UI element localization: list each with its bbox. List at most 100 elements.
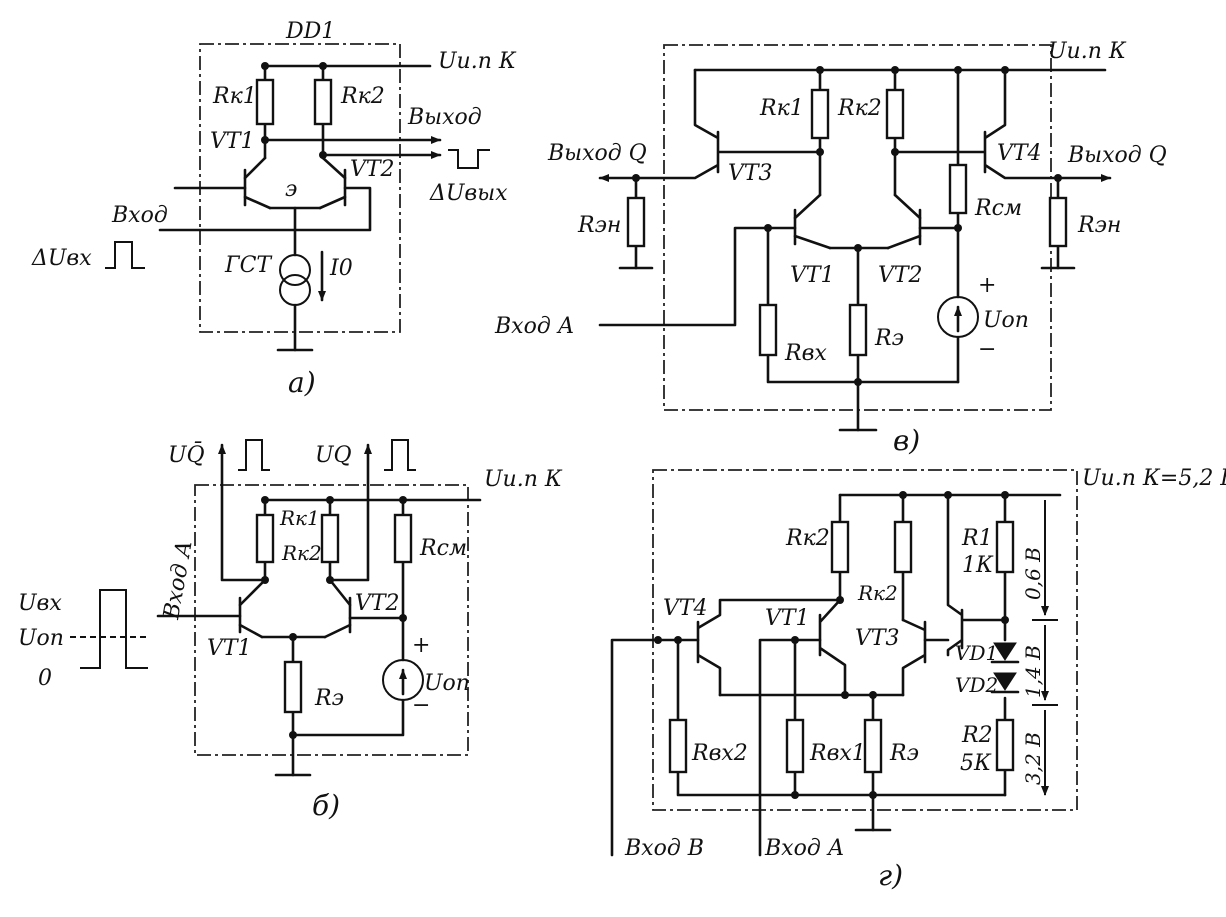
diagram-g-rin1-label: Rвх1 <box>809 741 866 766</box>
diagram-g-r1-resistor <box>995 520 1015 574</box>
diagram-v-minus: − <box>978 337 996 362</box>
diagram-a-current-label: I0 <box>329 256 353 281</box>
diagram-g-rin1-resistor <box>785 718 805 774</box>
diagram-a-vt1-label: VT1 <box>210 129 255 154</box>
diagram-g-vd2-diode <box>993 672 1017 691</box>
diagram-g-rin2-label: Rвх2 <box>691 741 748 766</box>
diagram-v-vt3-label: VT3 <box>728 161 773 186</box>
diagram-g-volt3-label: 3,2 В <box>1021 732 1045 785</box>
diagram-b-rk2-label: Rк2 <box>281 541 322 565</box>
diagram-a-emitter-label: э <box>285 177 297 202</box>
diagram-a-caption: а) <box>288 366 316 399</box>
diagram-v-input-label: Вход А <box>494 314 574 339</box>
diagram-b-rk1-resistor <box>255 513 275 564</box>
diagram-v-rin-label: Rвх <box>784 341 827 366</box>
diagram-b-zero-label: 0 <box>38 666 52 691</box>
diagram-b-input-label: Вход А <box>159 538 198 622</box>
diagram-b-re-resistor <box>283 660 303 714</box>
diagram-a-rk2-resistor <box>313 78 333 126</box>
diagram-g-re-resistor <box>863 718 883 774</box>
diagram-b-reference-source <box>382 659 424 701</box>
diagram-a-delta-in-label: ΔUвх <box>31 246 92 271</box>
diagram-v-re-resistor <box>848 303 868 357</box>
diagram-g-rin2-resistor <box>668 718 688 774</box>
diagram-a-delta-out-label: ΔUвых <box>429 181 508 206</box>
diagram-a: DD1 Uи.п К Rк1 Rк2 Выход ΔUвых VT1 VT2 э… <box>31 19 517 399</box>
diagram-a-output-label: Выход <box>407 105 482 130</box>
diagram-g-r2-resistor <box>995 718 1015 772</box>
diagram-a-rk1-label: Rк1 <box>212 84 257 109</box>
diagram-b-vt2-label: VT2 <box>355 591 400 616</box>
diagram-b-u-in-label: Uвх <box>18 591 62 616</box>
diagram-g-input-b-label: Вход В <box>624 836 704 861</box>
diagram-v-rk1-label: Rк1 <box>759 96 804 121</box>
diagram-a-supply-label: Uи.п К <box>438 49 517 74</box>
diagram-v-rk1-resistor <box>810 88 830 140</box>
diagram-v-rk2-resistor <box>885 88 905 140</box>
diagram-b-vt1-label: VT1 <box>207 636 252 661</box>
diagram-a-current-source <box>279 254 311 286</box>
diagram-v-out-right-label: Выход Q <box>1067 143 1167 168</box>
diagram-g-caption: г) <box>878 859 903 892</box>
diagram-g-supply-label: Uи.п К=5,2 В <box>1082 466 1226 491</box>
diagram-v-rcm-label: Rсм <box>974 196 1022 221</box>
diagram-g-volt1-label: 0,6 В <box>1021 547 1045 600</box>
diagram-g-re-label: Rэ <box>889 741 919 766</box>
diagram-b-rk1-label: Rк1 <box>279 506 320 530</box>
diagram-v-vt1-label: VT1 <box>790 263 835 288</box>
diagram-v-ren-left-label: Rэн <box>577 213 621 238</box>
diagram-a-vt2-label: VT2 <box>350 157 395 182</box>
diagram-g-rk2-mid-resistor <box>893 520 913 574</box>
diagram-b-caption: б) <box>312 789 340 822</box>
diagram-g-r2-value: 5К <box>960 751 992 776</box>
diagram-b-supply-label: Uи.п К <box>484 467 563 492</box>
diagram-g-rk2-mid-label: Rк2 <box>857 581 898 605</box>
diagram-g-r2-label: R2 <box>961 723 993 748</box>
diagram-b-rcm-label: Rсм <box>419 536 467 561</box>
diagram-v-supply-label: Uи.п К <box>1048 39 1127 64</box>
diagram-g-vd2-label: VD2 <box>955 673 998 697</box>
diagram-b-plus: + <box>412 633 430 658</box>
diagram-g-vd1-diode <box>993 642 1017 661</box>
diagram-b-u-q-bar-label: UQ̄ <box>168 441 205 468</box>
diagram-v-ren-right-label: Rэн <box>1077 213 1121 238</box>
diagram-v-rk2-label: Rк2 <box>837 96 882 121</box>
diagram-v-rcm-resistor <box>948 163 968 215</box>
diagram-g-vt4-label: VT4 <box>663 596 708 621</box>
diagram-b-u-q-label: UQ <box>315 443 352 468</box>
diagram-v: Uи.п К Rк1 Rк2 VT3 Выход Q Rэн VT4 Выход… <box>494 39 1167 457</box>
diagram-v-ren-right-resistor <box>1048 196 1068 248</box>
diagram-v-plus: + <box>978 273 996 298</box>
diagram-g-vt1-label: VT1 <box>765 606 810 631</box>
diagram-v-vt2-label: VT2 <box>878 263 923 288</box>
diagram-a-rk1-resistor <box>255 78 275 126</box>
diagram-b-minus: − <box>412 693 430 718</box>
diagram-a-current-source-label: ГСТ <box>224 253 273 278</box>
diagram-b-re-label: Rэ <box>314 686 344 711</box>
diagram-v-uop-label: Uоп <box>983 308 1029 333</box>
diagram-g-rk2-left-resistor <box>830 520 850 574</box>
diagram-v-reference-source <box>937 296 979 338</box>
diagram-a-input-label: Вход <box>111 203 168 228</box>
diagram-b-u-ref-label: Uоп <box>18 626 64 651</box>
diagram-g-rk2-left-label: Rк2 <box>785 526 830 551</box>
diagram-b: UQ̄ UQ Uи.п К Rк1 Rк2 Rсм VT1 VT2 Вход А <box>18 439 563 822</box>
diagram-v-re-label: Rэ <box>874 326 904 351</box>
diagram-b-uop-label: Uоп <box>424 671 470 696</box>
diagram-v-caption: в) <box>893 424 920 457</box>
diagram-v-rin-resistor <box>758 303 778 357</box>
diagram-g: Uи.п К=5,2 В Rк2 Rк2 R1 1К VD1 VD2 R2 5К… <box>610 466 1226 892</box>
diagram-a-block-name: DD1 <box>285 19 335 44</box>
diagram-g-volt2-label: 1,4 В <box>1021 645 1045 698</box>
diagram-g-vt3-label: VT3 <box>855 626 900 651</box>
diagram-b-rcm-resistor <box>393 513 413 564</box>
diagram-b-frame <box>194 484 469 756</box>
diagram-v-vt4-label: VT4 <box>997 141 1042 166</box>
diagram-g-r1-label: R1 <box>961 526 993 551</box>
diagram-g-r1-value: 1К <box>962 553 994 578</box>
diagram-v-out-left-label: Выход Q <box>547 141 647 166</box>
diagram-a-rk2-label: Rк2 <box>340 84 385 109</box>
diagram-g-input-a-label: Вход А <box>764 836 844 861</box>
diagram-b-rk2-resistor <box>320 513 340 564</box>
